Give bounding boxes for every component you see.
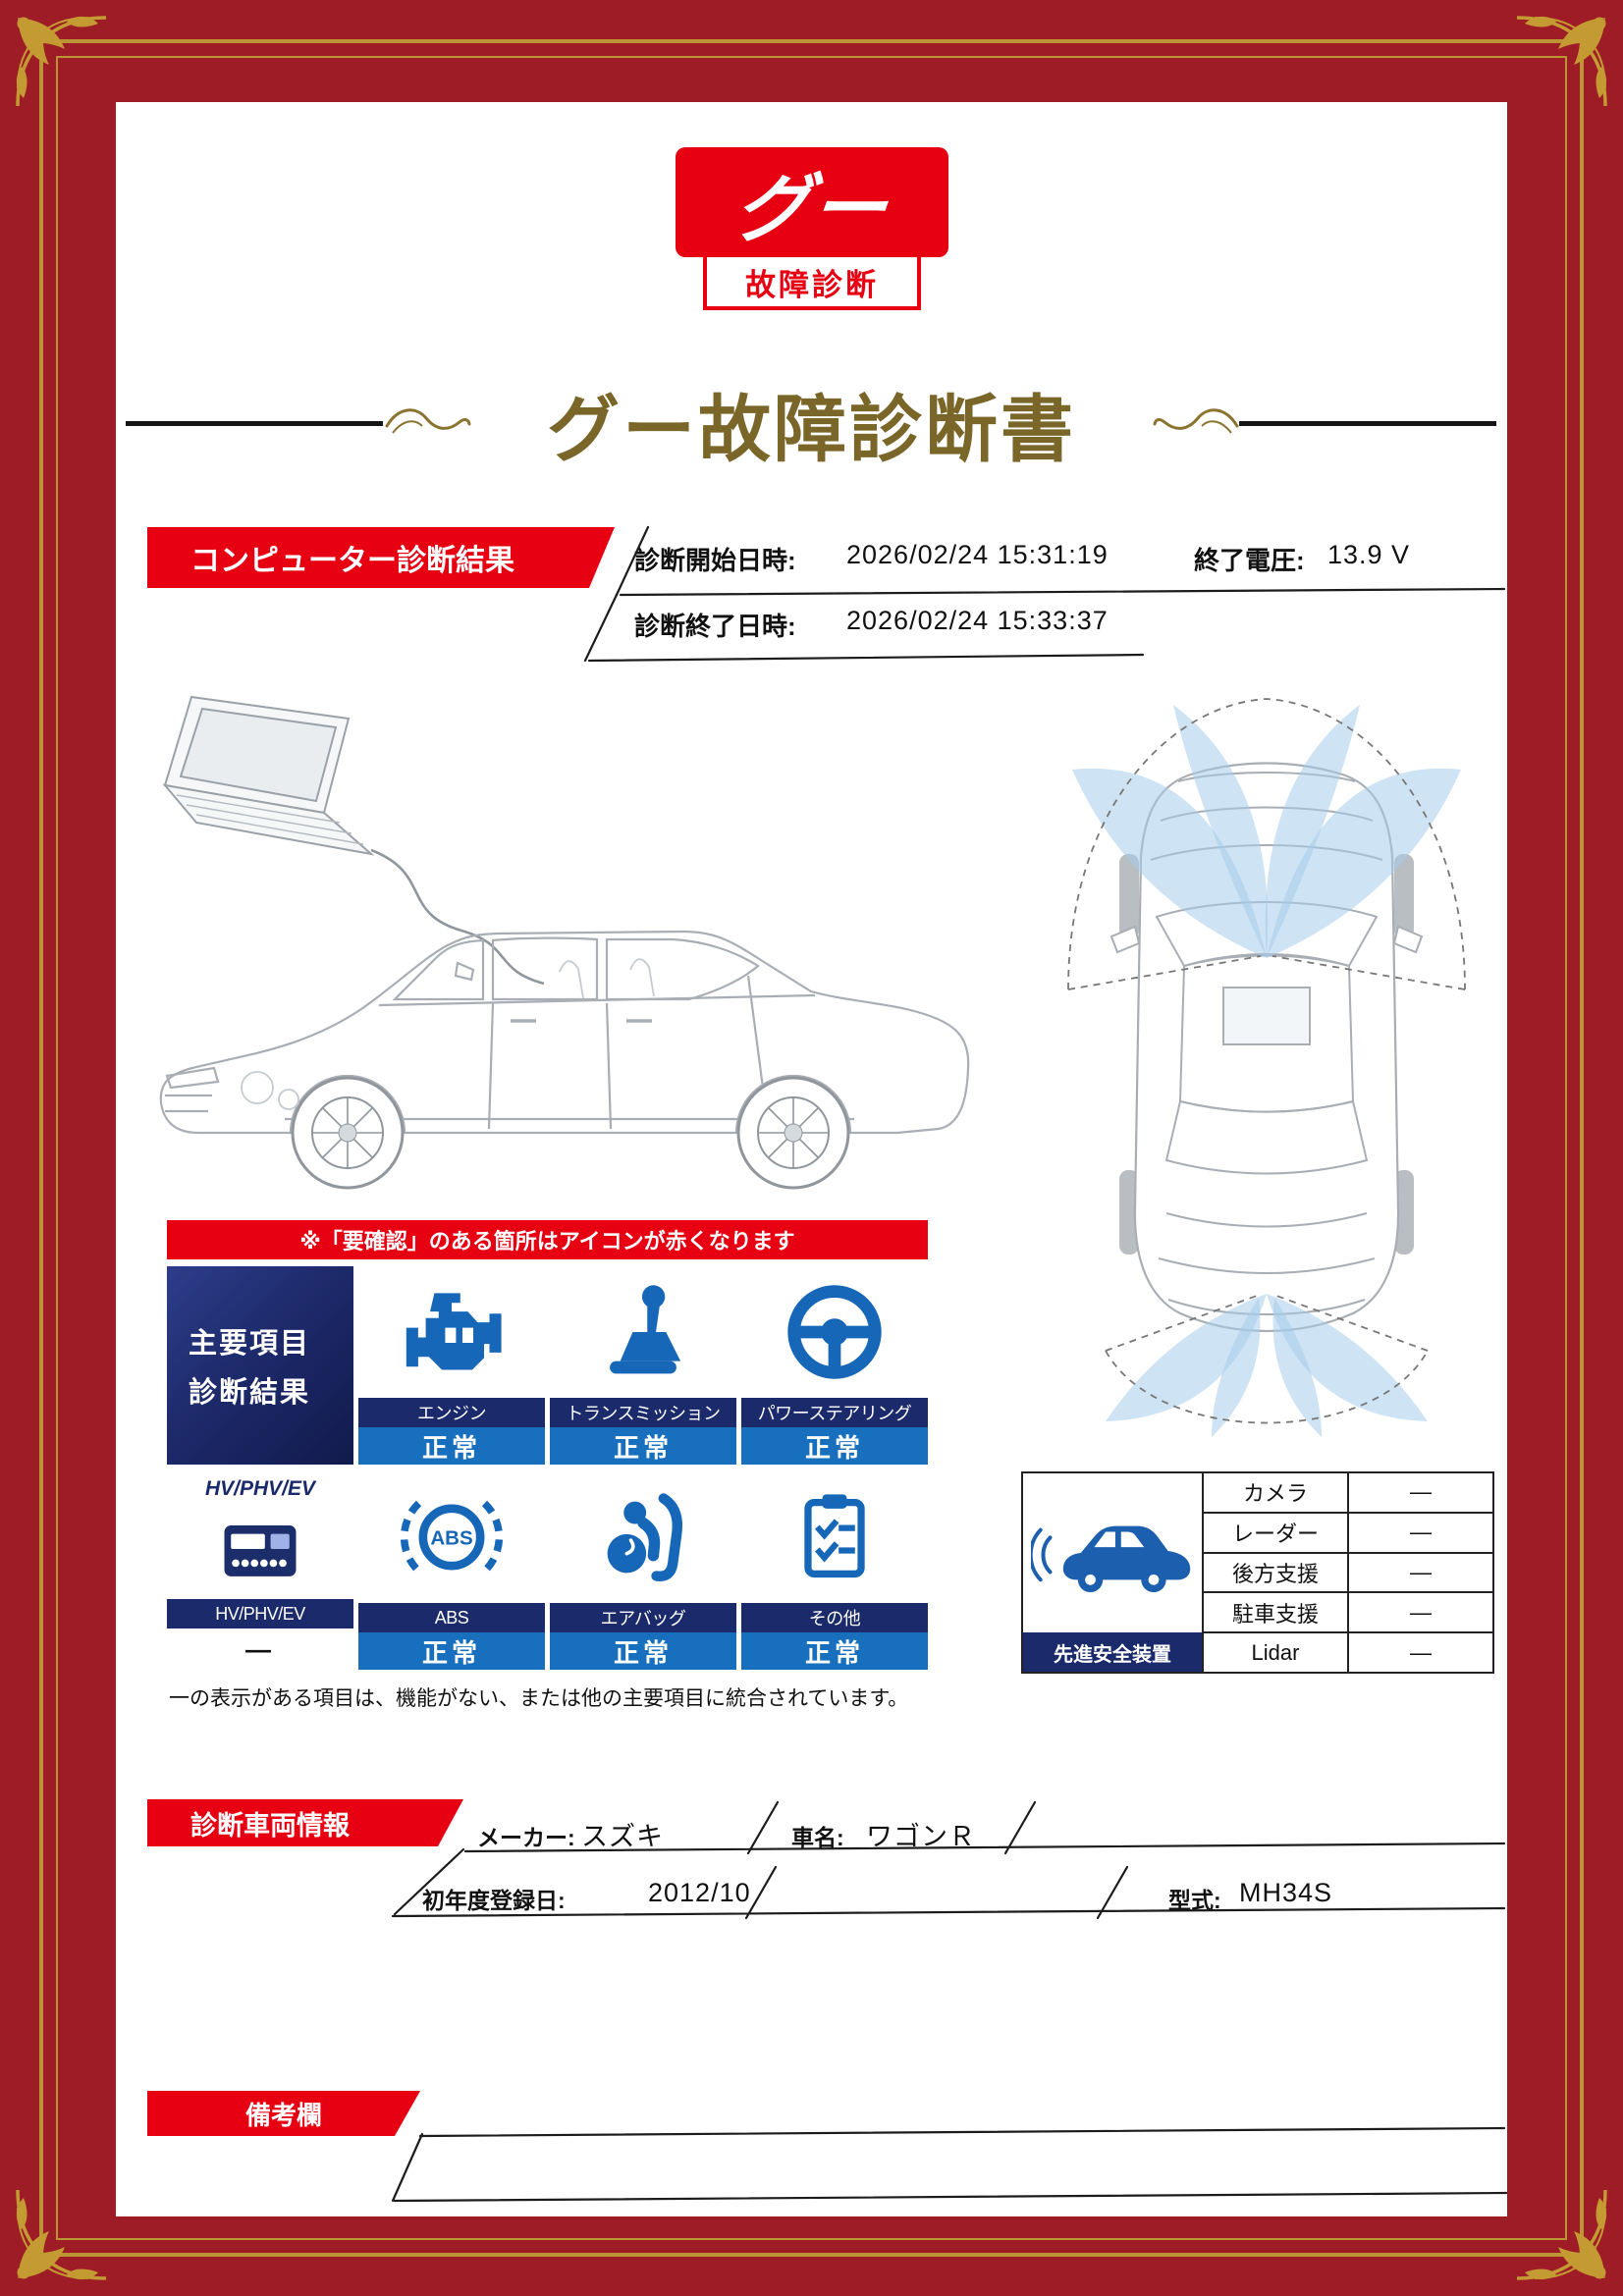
diagnosis-item-label: トランスミッション — [550, 1398, 736, 1427]
advanced-safety-panel: 先進安全装置 カメラ ― レーダー ― 後方支援 ― 駐車支援 ― Lidar … — [1021, 1471, 1494, 1674]
table-row: 駐車支援 ― — [1204, 1593, 1492, 1634]
computer-diagnosis-header: コンピューター診断結果 — [147, 527, 615, 588]
safety-row-value: ― — [1410, 1639, 1432, 1665]
table-row: 後方支援 ― — [1204, 1553, 1492, 1594]
safety-row-label: 駐車支援 — [1204, 1593, 1349, 1632]
safety-row-value: ― — [1410, 1559, 1432, 1584]
safety-row-value: ― — [1410, 1520, 1432, 1545]
first-registration-label: 初年度登録日: — [422, 1888, 566, 1913]
main-results-header-line2: 診断結果 — [189, 1377, 311, 1409]
car-name-label: 車名: — [791, 1825, 844, 1850]
power-steering-icon — [741, 1266, 928, 1398]
warning-notice-bar: ※「要確認」のある箇所はアイコンが赤くなります — [167, 1220, 928, 1259]
goo-logo-subtitle: 故障診断 — [745, 267, 879, 302]
table-row: Lidar ― — [1204, 1633, 1492, 1672]
car-name-value: ワゴンＲ — [866, 1822, 976, 1851]
safety-row-value: ― — [1410, 1479, 1432, 1505]
front-sensor-zones — [1072, 705, 1461, 958]
diagnosis-item-label: エアバッグ — [550, 1603, 736, 1632]
safety-row-label: カメラ — [1204, 1473, 1349, 1512]
safety-row-value: ― — [1410, 1599, 1432, 1625]
rear-sensor-zones — [1106, 1294, 1428, 1437]
diagnosis-item-label: エンジン — [358, 1398, 545, 1427]
first-registration-value: 2012/10 — [648, 1878, 751, 1907]
title-ornament-right — [1153, 408, 1239, 434]
gold-frame-outer — [39, 39, 1584, 2257]
corner-ornament-bottom-left — [16, 2189, 107, 2280]
diagnosis-item-label: HV/PHV/EV — [167, 1599, 353, 1629]
maker-value: スズキ — [581, 1822, 664, 1851]
front-wheel — [291, 1076, 405, 1190]
engine-icon — [358, 1266, 545, 1398]
diagnosis-cell-abs: ABS ABS 正常 — [358, 1471, 545, 1670]
diagnosis-item-status: 正常 — [358, 1427, 545, 1465]
diagnosis-item-status: 正常 — [741, 1427, 928, 1465]
safety-row-label: レーダー — [1204, 1513, 1349, 1552]
safety-row-label: 後方支援 — [1204, 1553, 1349, 1592]
diagnosis-cell-hv-phv-ev: HV/PHV/EV HV/PHV/EV ― — [167, 1471, 353, 1670]
diagnosis-item-status: ― — [167, 1629, 353, 1670]
table-row: カメラ ― — [1204, 1473, 1492, 1514]
diagnosis-item-status: 正常 — [550, 1427, 736, 1465]
table-row: レーダー ― — [1204, 1513, 1492, 1554]
safety-row-label: Lidar — [1204, 1633, 1349, 1672]
obd-cable — [370, 848, 545, 986]
goo-logo-subtitle-box: 故障診断 — [703, 253, 921, 310]
page-title: グー故障診断書 — [547, 389, 1076, 470]
advanced-safety-icon-cell: 先進安全装置 — [1023, 1473, 1204, 1672]
results-footnote: 一の表示がある項目は、機能がない、または他の主要項目に統合されています。 — [169, 1687, 909, 1710]
main-results-header-cell: 主要項目 診断結果 — [167, 1266, 353, 1465]
laptop-illustration — [162, 695, 375, 856]
rear-wheel — [736, 1076, 850, 1190]
diagnosis-item-label: パワーステアリング — [741, 1398, 928, 1427]
diagnosis-start-value: 2026/02/24 15:31:19 — [846, 540, 1109, 569]
diagnosis-item-status: 正常 — [741, 1632, 928, 1670]
gold-frame-inner — [56, 56, 1567, 2240]
vehicle-info-header: 診断車両情報 — [147, 1799, 463, 1846]
goo-logo: グー — [676, 147, 948, 257]
diagnosis-cell-transmission: トランスミッション 正常 — [550, 1266, 736, 1465]
advanced-safety-table: カメラ ― レーダー ― 後方支援 ― 駐車支援 ― Lidar ― — [1204, 1473, 1492, 1672]
diagnosis-start-label: 診断開始日時: — [634, 546, 796, 575]
diagnosis-item-status: 正常 — [358, 1632, 545, 1670]
diagnosis-end-label: 診断終了日時: — [634, 612, 796, 641]
maker-label: メーカー: — [477, 1825, 575, 1850]
diagnosis-item-status: 正常 — [550, 1632, 736, 1670]
end-voltage-label: 終了電圧: — [1194, 546, 1305, 575]
hv-phv-ev-header: HV/PHV/EV — [204, 1477, 316, 1500]
diagnosis-cell-power-steering: パワーステアリング 正常 — [741, 1266, 928, 1465]
corner-ornament-top-left — [16, 16, 107, 107]
title-rule-right — [1239, 421, 1496, 426]
hv-phv-ev-icon — [167, 1501, 353, 1599]
safety-car-icon — [1023, 1473, 1202, 1632]
diagnosis-item-label: ABS — [358, 1603, 545, 1632]
main-results-header-line1: 主要項目 — [189, 1328, 311, 1360]
diagnosis-cell-airbag: エアバッグ 正常 — [550, 1471, 736, 1670]
transmission-icon — [550, 1266, 736, 1398]
advanced-safety-title: 先進安全装置 — [1023, 1632, 1202, 1672]
abs-icon: ABS — [358, 1471, 545, 1603]
sedan-wireframe — [159, 930, 970, 1135]
diagnosis-cell-engine: エンジン 正常 — [358, 1266, 545, 1465]
other-checklist-icon — [741, 1471, 928, 1603]
model-code-label: 型式: — [1168, 1888, 1221, 1913]
car-top-view-sensor-illustration — [1067, 698, 1466, 1437]
corner-ornament-top-right — [1516, 16, 1607, 107]
model-code-value: MH34S — [1239, 1878, 1333, 1907]
end-voltage-value: 13.9 V — [1327, 540, 1411, 569]
laptop-car-diagnostic-illustration — [159, 695, 970, 1190]
title-ornament-left — [385, 408, 471, 434]
diagnosis-item-label: その他 — [741, 1603, 928, 1632]
corner-ornament-bottom-right — [1516, 2189, 1607, 2280]
remarks-header: 備考欄 — [147, 2091, 420, 2136]
goo-logo-text: グー — [730, 168, 893, 251]
title-rule-left — [126, 421, 383, 426]
diagnosis-end-value: 2026/02/24 15:33:37 — [846, 606, 1109, 635]
airbag-icon — [550, 1471, 736, 1603]
diagnosis-cell-other: その他 正常 — [741, 1471, 928, 1670]
svg-text:ABS: ABS — [430, 1527, 472, 1550]
